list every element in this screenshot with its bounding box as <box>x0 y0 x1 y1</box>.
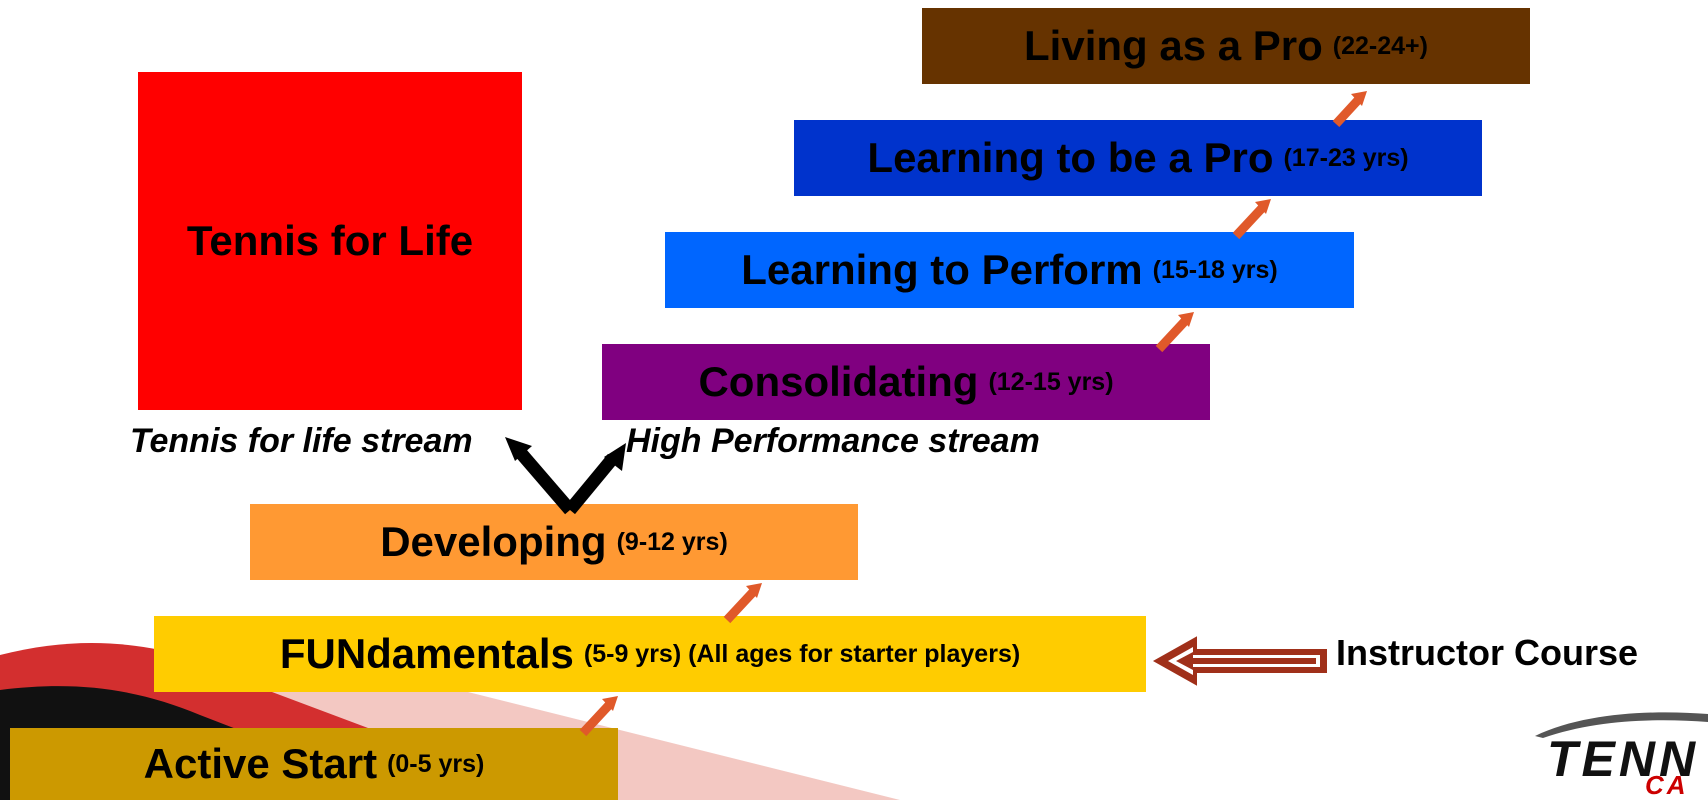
stage-learning-to-perform: Learning to Perform (15-18 yrs) <box>665 232 1354 308</box>
stream-split-arrow-icon <box>505 437 626 515</box>
stage-title: Learning to Perform <box>741 246 1143 293</box>
stage-learning-to-be-a-pro: Learning to be a Pro (17-23 yrs) <box>794 120 1482 196</box>
step-arrow-icon <box>579 696 618 737</box>
stage-title: Developing <box>380 518 607 565</box>
high-performance-stream-label: High Performance stream <box>626 422 1040 460</box>
step-arrow-icon <box>1155 312 1194 353</box>
stage-ages: (22-24+) <box>1332 31 1428 60</box>
stage-ages: (12-15 yrs) <box>988 367 1114 396</box>
logo-text-line1: TENN <box>1547 731 1700 787</box>
stage-consolidating: Consolidating (12-15 yrs) <box>602 344 1210 420</box>
stage-title: Learning to be a Pro <box>867 134 1274 181</box>
stage-ages: (5-9 yrs) (All ages for starter players) <box>583 639 1021 668</box>
stage-developing: Developing (9-12 yrs) <box>250 504 858 580</box>
instructor-course-arrow-icon <box>1152 636 1327 686</box>
step-arrow-icon <box>1332 91 1367 128</box>
stage-ages: (17-23 yrs) <box>1283 143 1409 172</box>
step-arrow-icon <box>1232 199 1271 240</box>
stage-title: Active Start <box>143 740 378 787</box>
tennis-for-life-stream-label: Tennis for life stream <box>130 422 473 460</box>
step-arrow-icon <box>723 583 762 624</box>
logo-text-line2: CA <box>1645 770 1689 800</box>
stage-ages: (15-18 yrs) <box>1152 255 1278 284</box>
instructor-course-label: Instructor Course <box>1336 632 1639 673</box>
tennis-canada-logo: TENN CA <box>1495 708 1708 800</box>
stage-ages: (0-5 yrs) <box>387 749 485 778</box>
logo-swoosh-icon <box>1535 712 1708 738</box>
stage-fundamentals: FUNdamentals (5-9 yrs) (All ages for sta… <box>154 616 1146 692</box>
stage-title: Living as a Pro <box>1024 22 1323 69</box>
stage-title: Consolidating <box>698 358 979 405</box>
stage-active-start: Active Start (0-5 yrs) <box>10 728 618 800</box>
tennis-for-life-title: Tennis for Life <box>186 217 474 264</box>
tennis-for-life-box: Tennis for Life <box>138 72 522 410</box>
stage-living-as-a-pro: Living as a Pro (22-24+) <box>922 8 1530 84</box>
stage-title: FUNdamentals <box>279 630 574 677</box>
stage-ages: (9-12 yrs) <box>616 527 728 556</box>
